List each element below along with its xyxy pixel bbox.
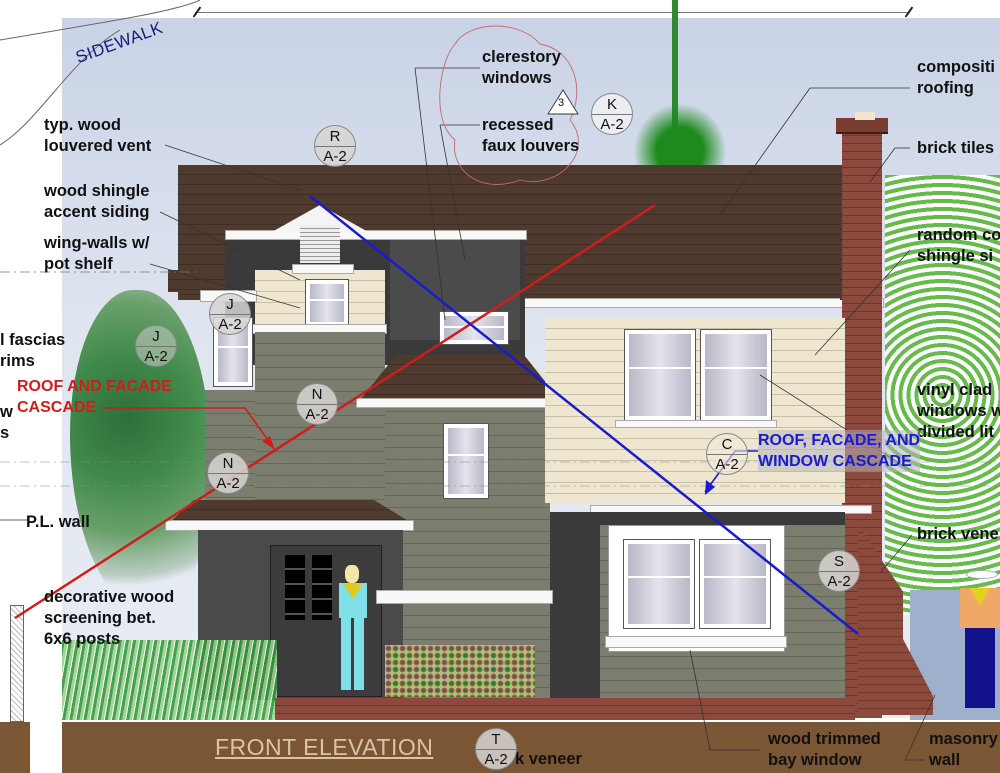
flower-bed [385,645,535,697]
bubble-letter: C [707,434,747,455]
revision-triangle [547,89,579,115]
left-roof-eave [168,270,228,292]
bubble-sheet: A-2 [827,573,851,590]
drawing-title: FRONT ELEVATION [215,734,434,760]
brick-veneer-base [275,698,855,720]
revision-number: 3 [558,97,565,109]
pot-shelf-lower [376,590,553,604]
chimney-flue [855,112,875,120]
upper-window-sill [615,420,777,428]
note-shingle-accent-siding: wood shingle accent siding [44,182,150,221]
note-pl-wall: P.L. wall [26,513,90,531]
bubble-sheet: A-2 [715,456,739,473]
louvered-vent [300,225,340,263]
sidewalk-curve [0,29,121,146]
upper-right-window-1 [625,330,695,420]
chimney-cap [836,118,888,134]
bubble-letter: K [592,94,632,115]
bay-window-1 [624,540,694,628]
bubble-sheet: A-2 [323,148,347,165]
bubble-letter: J [210,294,250,315]
note-louvered-vent: typ. wood louvered vent [44,116,152,155]
pl-wall-footing [0,722,30,773]
note-brick-veneer-right: brick vene [917,525,999,543]
bubble-sheet: A-2 [216,475,240,492]
note-masonry-wall: masonry wall [929,730,998,769]
grass-planting [62,640,277,720]
note-partial-w: w s [0,403,13,442]
note-random-shingle: random co shingle si [917,226,1000,265]
dimension-line [195,12,910,13]
red-cascade-annotation: ROOF AND FACADE CASCADE [17,378,172,416]
note-wing-walls: wing-walls w/ pot shelf [44,234,150,273]
note-clerestory-windows: clerestory windows [482,48,561,87]
bubble-sheet: A-2 [218,316,242,333]
pl-wall-post [10,605,24,722]
note-faux-louvers: recessed faux louvers [482,116,580,155]
bubble-letter: T [476,729,516,750]
dormer-eave-trim [225,230,527,240]
person-man-icon [960,570,1000,720]
door-glass-left [285,555,305,620]
bubble-sheet: A-2 [600,116,624,133]
note-bay-window: wood trimmed bay window [768,730,881,769]
note-brick-tiles: brick tiles [917,139,995,157]
middle-hip-roof [360,355,560,400]
pine-tree-icon [625,95,735,165]
upper-right-window-2 [701,330,771,420]
bubble-letter: N [208,453,248,474]
porch-roof [170,500,410,522]
revision-cloud [439,25,579,185]
ground-band [62,722,1000,773]
note-composition-roofing: compositi roofing [917,58,995,97]
bubble-sheet: A-2 [484,751,508,768]
pine-tree-trunk [672,0,678,170]
bubble-letter: R [315,126,355,147]
middle-window [444,424,488,498]
pot-shelf [292,264,354,274]
note-brick-veneer: k veneer [515,750,582,768]
deciduous-tree-right-icon [885,175,1000,615]
bubble-letter: N [297,384,337,405]
blue-cascade-annotation: ROOF, FACADE, AND WINDOW CASCADE [758,430,921,472]
blue-cascade-line [309,195,859,635]
note-fascias: l fascias rims [0,331,66,370]
bubble-letter: S [819,551,859,572]
random-coursed-shingle-siding [545,318,845,503]
note-vinyl-windows: vinyl clad windows w divided lit [917,381,1000,441]
bubble-sheet: A-2 [144,348,168,365]
bubble-letter: J [136,326,176,347]
person-woman-icon [335,565,371,695]
door-glass-right [312,555,332,620]
bubble-sheet: A-2 [305,406,329,423]
bay-window-sill [605,636,787,648]
note-decorative-screening: decorative wood screening bet. 6x6 posts [44,588,175,648]
